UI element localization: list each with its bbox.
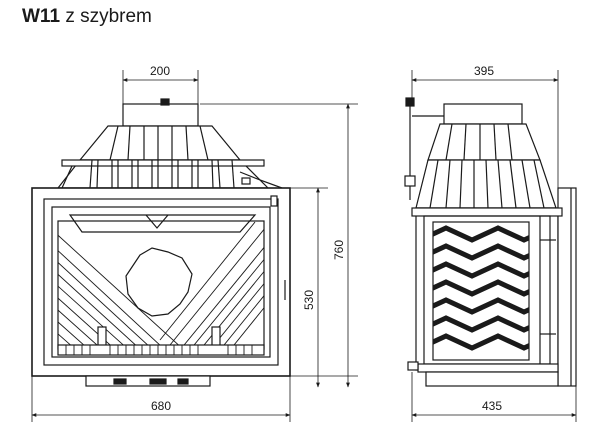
front-door-inner (51, 206, 271, 358)
front-damper-lever (239, 171, 283, 189)
dim-label-435: 435 (482, 399, 502, 413)
front-deflector-notch (145, 214, 169, 229)
side-foot (407, 361, 419, 371)
front-view (31, 98, 291, 387)
dim-label-395: 395 (474, 64, 494, 78)
front-door-handle (270, 195, 278, 207)
front-grate (57, 344, 265, 356)
dim-label-200: 200 (150, 64, 170, 78)
side-flue-collar (443, 103, 523, 125)
front-dimensions (31, 70, 358, 422)
side-base (417, 363, 559, 373)
side-bracket (404, 175, 416, 187)
model-name: W11 (22, 6, 61, 27)
dim-label-530: 530 (302, 290, 316, 310)
side-damper-knob (405, 97, 415, 107)
dim-label-680: 680 (151, 399, 171, 413)
front-control-3 (177, 378, 189, 385)
front-glass-blob (125, 247, 193, 317)
side-ash-pan (425, 371, 559, 387)
front-grate-bars (65, 345, 253, 355)
side-hood (427, 123, 541, 161)
front-lever-clip (241, 177, 251, 185)
side-dimensions (411, 70, 577, 422)
front-heat-fins (61, 159, 235, 189)
side-top-plate (411, 207, 563, 217)
front-control-1 (113, 378, 127, 385)
front-flue-collar (122, 103, 199, 127)
model-variant: z szybrem (65, 6, 152, 27)
damper-knob (160, 98, 170, 106)
side-zigzag-pattern (433, 225, 529, 351)
front-top-band (61, 159, 265, 167)
side-view (404, 97, 577, 387)
front-door (43, 198, 279, 366)
diagram-title: W11 z szybrem (22, 6, 152, 28)
front-ash-pan (85, 375, 211, 387)
front-hood-ribs (109, 125, 209, 161)
side-fins (429, 159, 545, 209)
front-hood (78, 125, 242, 161)
side-front-frame (557, 187, 577, 387)
front-deflector (68, 214, 257, 233)
front-control-2 (149, 378, 167, 385)
dim-label-760: 760 (332, 240, 346, 260)
side-hood-ribs (445, 123, 513, 161)
